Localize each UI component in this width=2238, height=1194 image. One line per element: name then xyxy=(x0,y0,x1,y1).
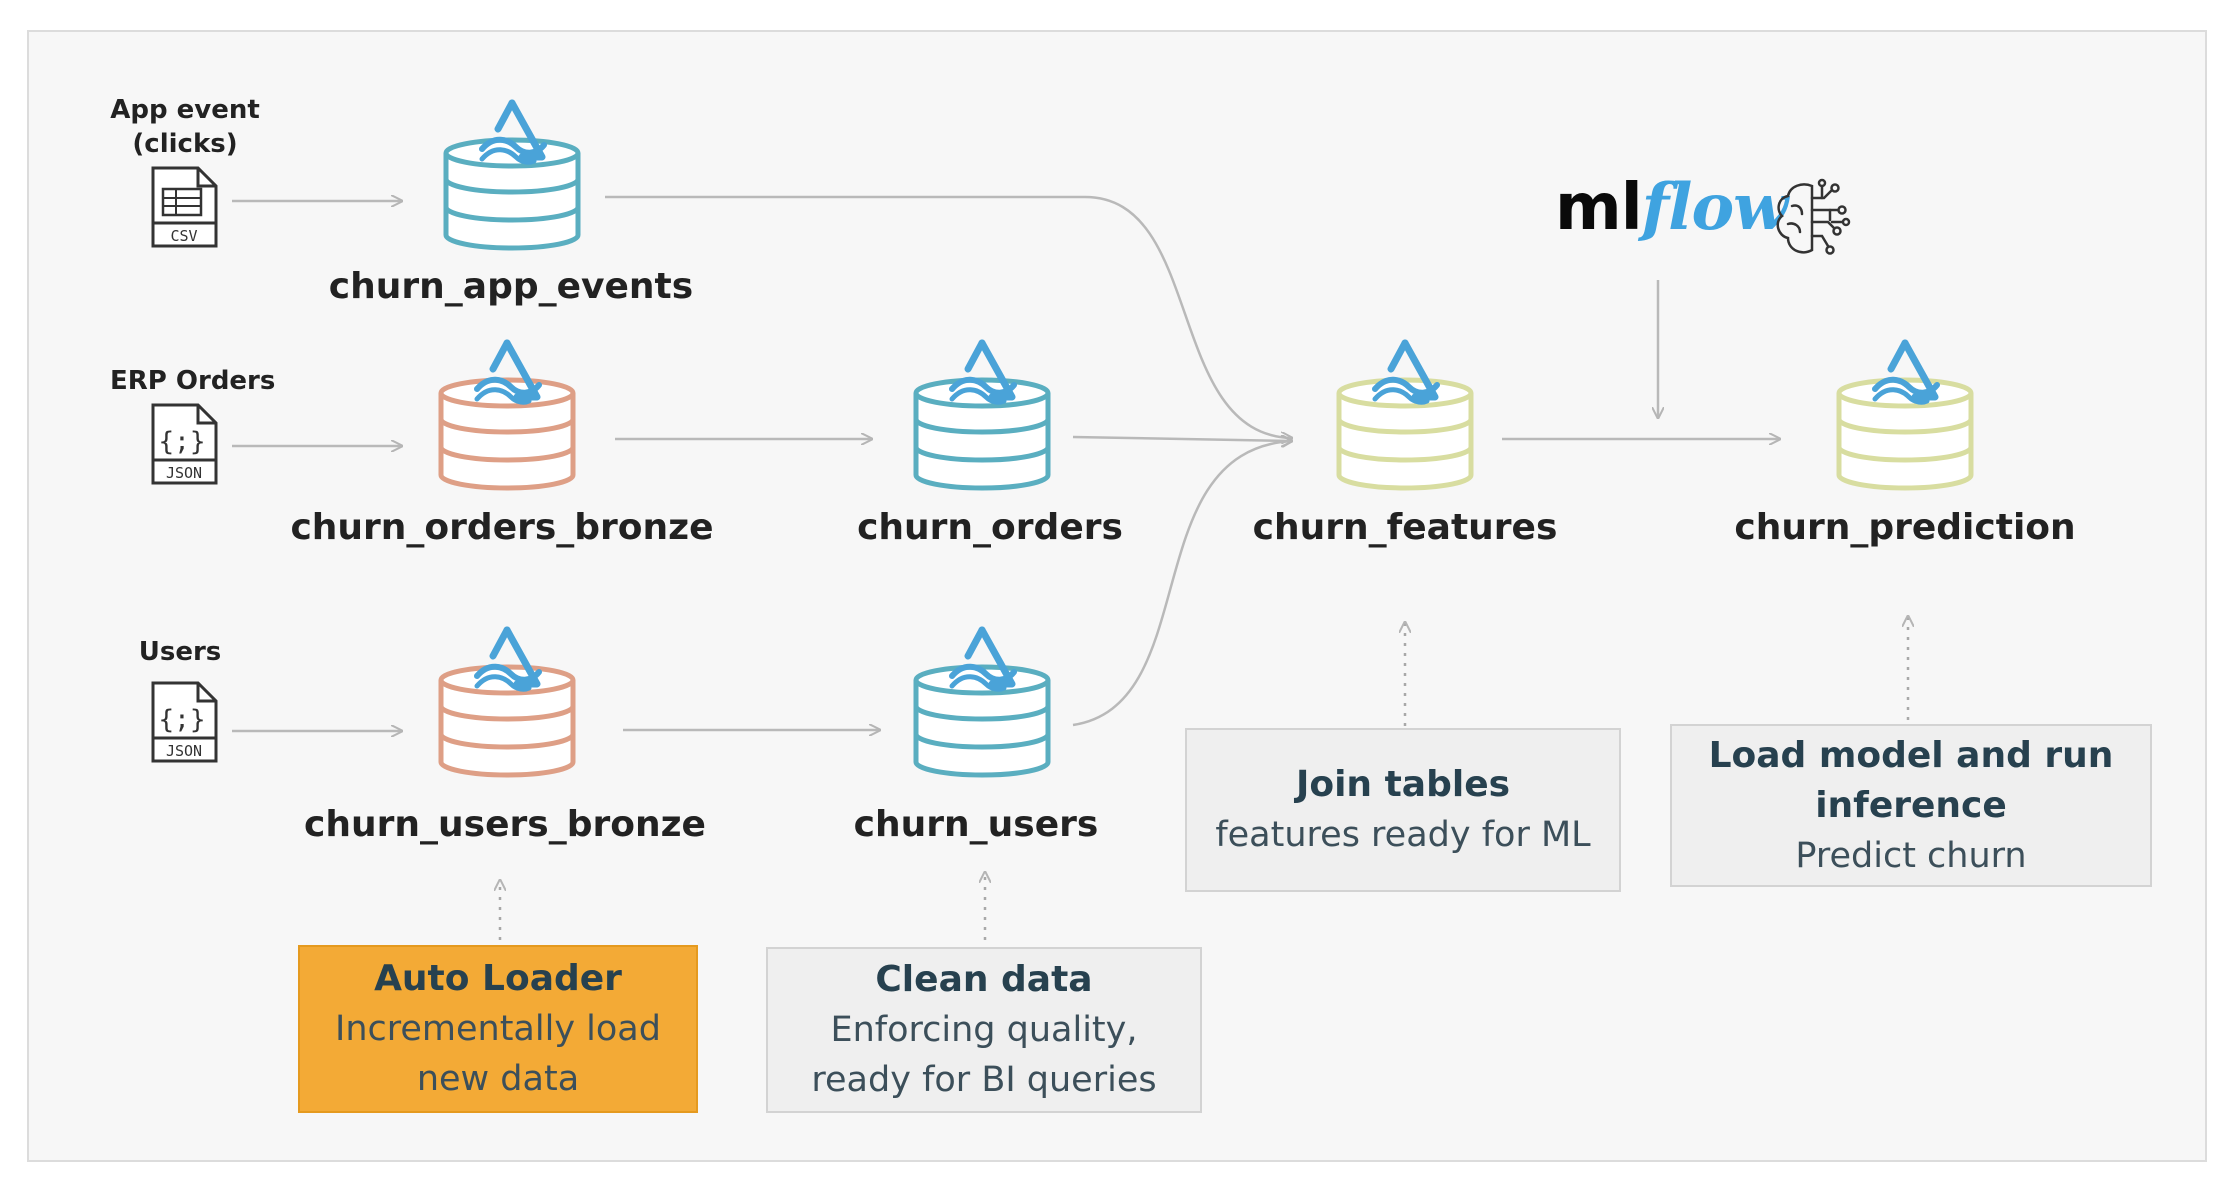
source-label-users: Users xyxy=(138,637,222,667)
auto-loader-box: Auto Loader Incrementally load new data xyxy=(298,945,698,1113)
brain-circuit-icon xyxy=(1776,178,1851,255)
delta-table-icon-orders-bronze xyxy=(438,339,576,491)
arrow-orders-to-features xyxy=(1072,437,1292,441)
delta-table-icon-app-events xyxy=(443,99,581,251)
csv-tag: CSV xyxy=(170,227,197,245)
delta-table-icon-features xyxy=(1336,339,1474,491)
table-label-orders: churn_orders xyxy=(857,507,1123,548)
auto-loader-sub1: Incrementally load xyxy=(335,1009,661,1049)
clean-data-title: Clean data xyxy=(875,959,1093,1000)
join-tables-title: Join tables xyxy=(1295,764,1511,805)
csv-file-icon: CSV xyxy=(151,166,218,248)
load-model-sub1: Predict churn xyxy=(1795,835,2027,876)
json-file-icon-erp: {;} JSON xyxy=(151,403,218,485)
auto-loader-title: Auto Loader xyxy=(374,958,622,999)
json-tag: JSON xyxy=(166,464,202,482)
auto-loader-sub2: new data xyxy=(416,1059,580,1099)
json-glyph: {;} xyxy=(159,427,206,457)
table-label-features: churn_features xyxy=(1252,507,1558,548)
json-tag: JSON xyxy=(166,742,202,760)
source-label-app-event: App event (clicks) xyxy=(105,93,265,161)
join-tables-sub1: features ready for ML xyxy=(1215,815,1591,855)
delta-table-icon-orders xyxy=(913,339,1051,491)
load-model-title2: inference xyxy=(1815,784,2007,826)
arrow-users-to-features xyxy=(1072,441,1292,727)
join-tables-box: Join tables features ready for ML xyxy=(1185,728,1621,892)
delta-table-icon-users-bronze xyxy=(438,626,576,778)
source-label-app-event-line2: (clicks) xyxy=(132,129,238,159)
clean-data-box: Clean data Enforcing quality, ready for … xyxy=(766,947,1202,1113)
mlflow-logo-ml: ml xyxy=(1555,171,1643,245)
load-model-box: Load model and run inference Predict chu… xyxy=(1670,724,2152,887)
clean-data-sub1: Enforcing quality, xyxy=(830,1010,1138,1050)
arrow-appevents-to-features xyxy=(605,195,1292,438)
source-label-erp: ERP Orders xyxy=(110,366,276,396)
delta-table-icon-prediction xyxy=(1836,339,1974,491)
table-label-users-bronze: churn_users_bronze xyxy=(304,804,706,845)
clean-data-sub2: ready for BI queries xyxy=(811,1060,1157,1100)
json-glyph: {;} xyxy=(159,705,206,735)
source-label-app-event-line1: App event xyxy=(110,95,260,125)
table-label-users: churn_users xyxy=(853,804,1099,845)
table-label-prediction: churn_prediction xyxy=(1734,507,2076,548)
load-model-title1: Load model and run xyxy=(1708,734,2114,776)
table-label-app-events: churn_app_events xyxy=(328,266,694,307)
table-label-orders-bronze: churn_orders_bronze xyxy=(290,507,714,548)
json-file-icon-users: {;} JSON xyxy=(151,681,218,763)
delta-table-icon-users xyxy=(913,626,1051,778)
mlflow-logo: mlflow xyxy=(1555,170,1789,245)
mlflow-logo-flow: flow xyxy=(1641,170,1789,245)
